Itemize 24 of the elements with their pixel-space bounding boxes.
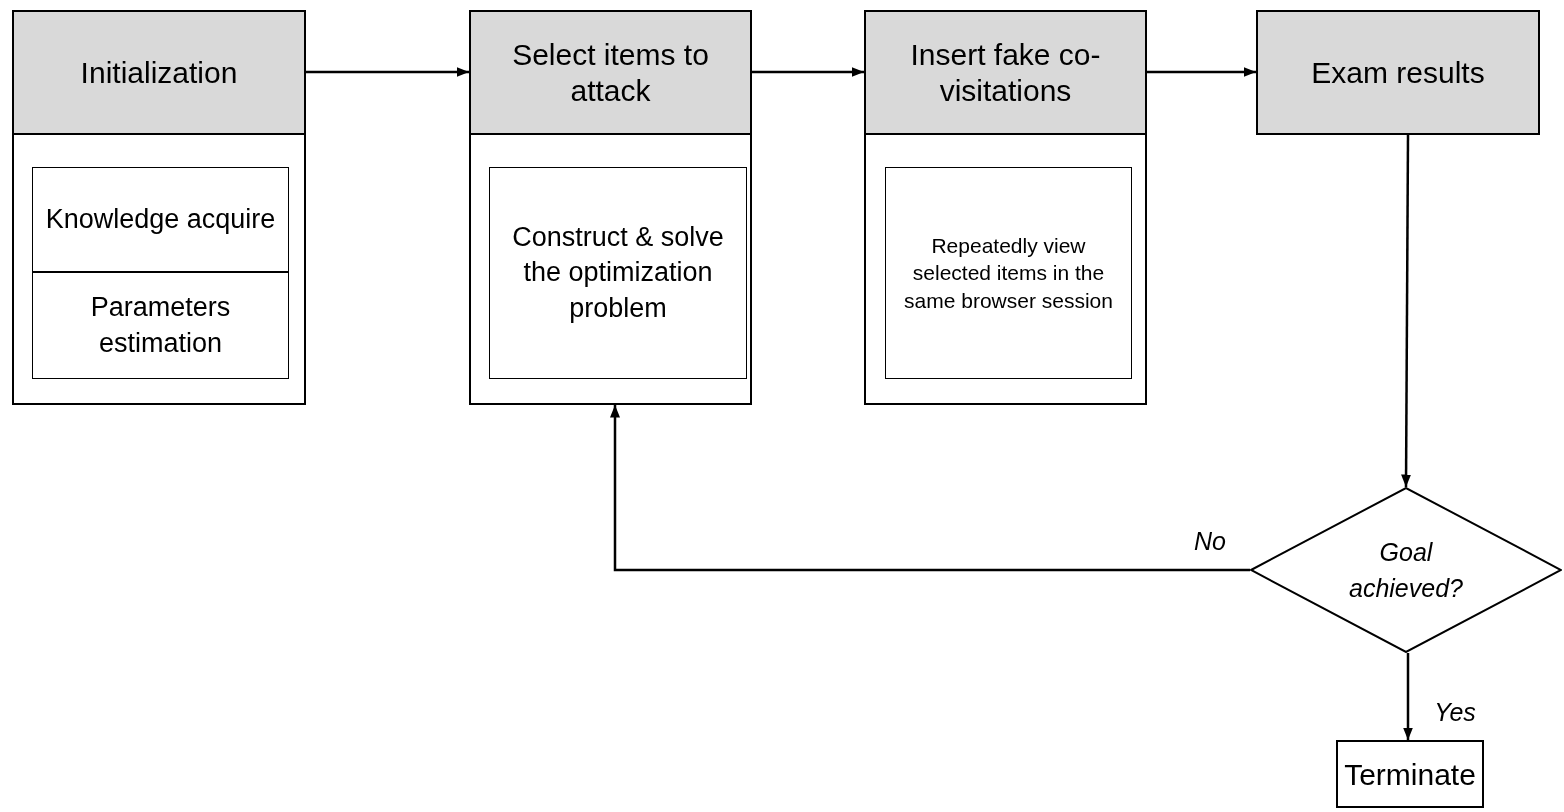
step-panel xyxy=(12,10,306,405)
arrow xyxy=(1403,653,1413,740)
arrow xyxy=(1147,67,1256,77)
step-panel xyxy=(469,10,752,405)
node-text: Construct & solve the optimization problem xyxy=(511,221,725,325)
decision-text: Goal achieved? xyxy=(1348,536,1464,604)
arrow xyxy=(306,67,469,77)
process-box xyxy=(1336,740,1484,808)
process-box xyxy=(885,167,1132,379)
arrow xyxy=(752,67,864,77)
arrow xyxy=(1401,135,1412,487)
step-panel xyxy=(864,10,1147,405)
process-box xyxy=(489,167,747,379)
arrow xyxy=(610,405,1250,572)
step-title: Initialization xyxy=(80,54,238,91)
step-title: Insert fake co-visitations xyxy=(909,36,1102,109)
node-text: Repeatedly view selected items in the same browser session xyxy=(903,233,1114,314)
step-title: Select items to attack xyxy=(511,36,710,109)
process-box xyxy=(32,167,289,272)
node-text: Terminate xyxy=(1344,756,1476,793)
node-text: Parameters estimation xyxy=(89,291,232,360)
node-text: Knowledge acquire xyxy=(45,202,276,236)
step-title: Exam results xyxy=(1311,54,1485,91)
process-box xyxy=(32,272,289,379)
